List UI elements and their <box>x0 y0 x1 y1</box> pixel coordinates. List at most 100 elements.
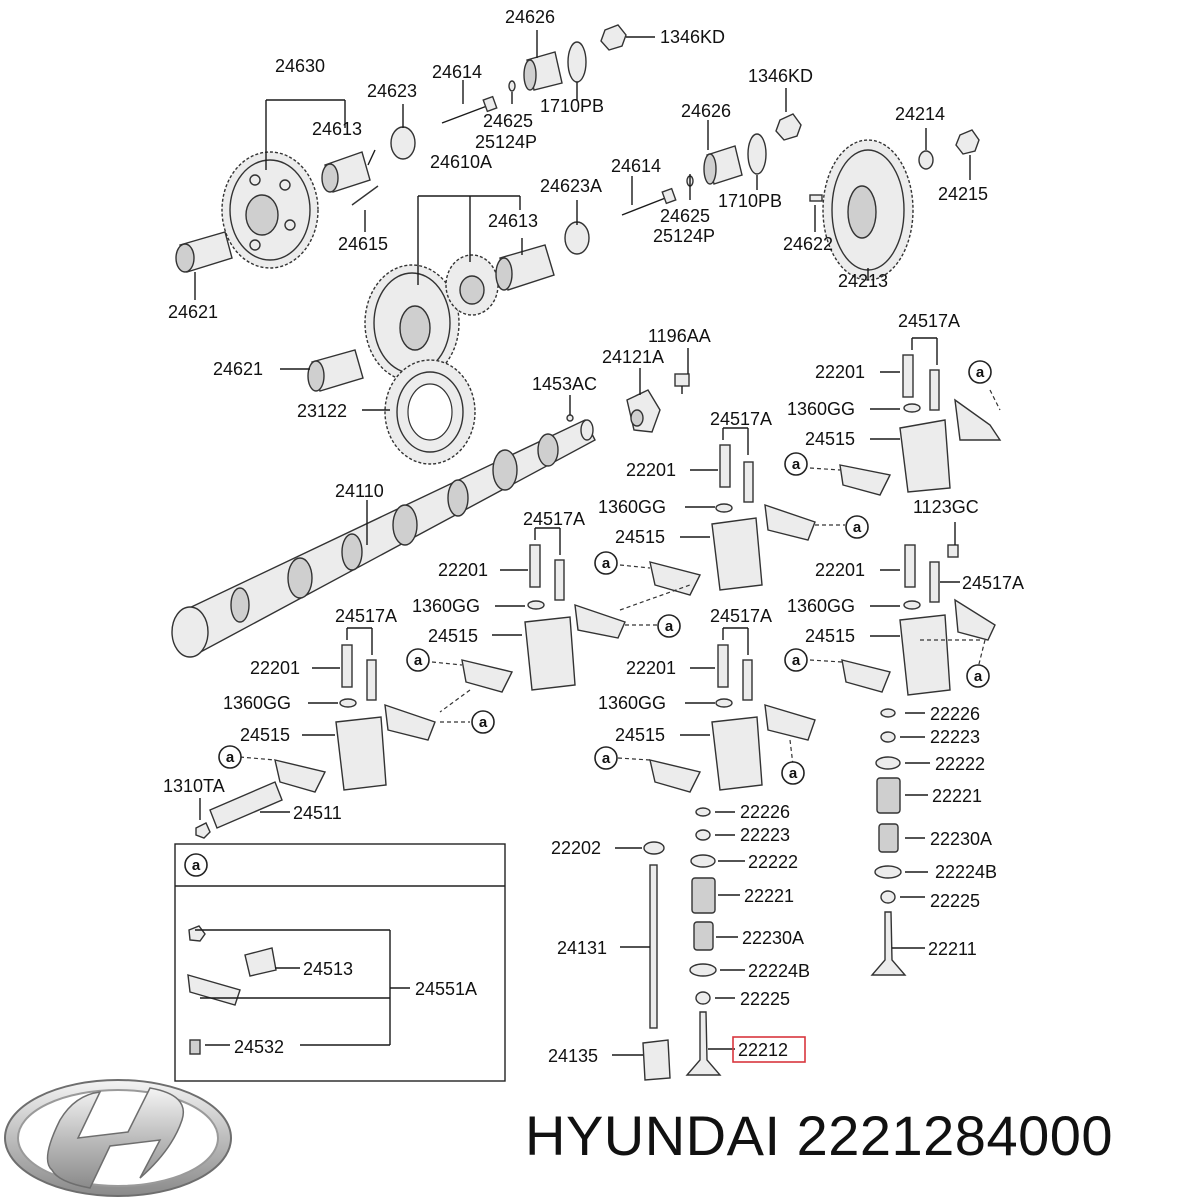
leader-lines <box>194 30 971 1056</box>
callout-label: 24614 <box>611 156 661 176</box>
callout-label: 22221 <box>932 786 982 806</box>
marker-set: a a a a a a a a a a a a a <box>184 360 992 877</box>
bracket-24515 <box>899 419 951 493</box>
callout-label: 22230A <box>742 928 804 948</box>
rocker-arm <box>954 398 1002 441</box>
nut-1346kd-a <box>600 24 627 51</box>
marker-a: a <box>784 452 808 476</box>
rocker-assembly-3 <box>461 544 626 693</box>
cap-22226 <box>695 807 711 817</box>
rocker-assembly-6 <box>274 644 436 793</box>
callout-label: 1360GG <box>787 399 855 419</box>
gear-24213 <box>822 139 914 281</box>
callout-label: 22202 <box>551 838 601 858</box>
callout-labels: 24626 1346KD 24630 24614 24623 24625 171… <box>163 7 1024 1066</box>
callout-label: 1710PB <box>718 191 782 211</box>
callout-label: 24515 <box>240 725 290 745</box>
marker-connectors <box>239 389 1001 766</box>
callout-label: 24614 <box>432 62 482 82</box>
callout-label: 22222 <box>935 754 985 774</box>
nut-1346kd-b <box>775 113 802 141</box>
callout-label: 23122 <box>297 401 347 421</box>
pin-24615 <box>351 185 379 206</box>
valve-train-intake <box>685 807 722 1076</box>
callout-label: 22226 <box>930 704 980 724</box>
seat-22224b <box>689 963 717 977</box>
callout-label: 24213 <box>838 271 888 291</box>
valve-22212 <box>685 1011 722 1076</box>
callout-label: 24515 <box>615 725 665 745</box>
callout-label: 24515 <box>615 527 665 547</box>
callout-label: 1346KD <box>748 66 813 86</box>
ring-22202 <box>643 841 665 855</box>
ring-1710pb-a <box>567 41 587 83</box>
oring-24625-a <box>508 80 516 92</box>
washer-1360gg <box>903 403 921 413</box>
plug-1453ac <box>566 414 574 422</box>
callout-label: 24513 <box>303 959 353 979</box>
bushing-24613-a <box>321 151 371 193</box>
svg-text:a: a <box>479 714 488 731</box>
bracket-24121a <box>626 389 661 433</box>
svg-text:a: a <box>226 749 235 766</box>
gear-23122 <box>384 359 476 465</box>
bolt-24614-b <box>621 187 677 216</box>
svg-text:a: a <box>602 555 611 572</box>
callout-label: 24214 <box>895 104 945 124</box>
callout-label: 24515 <box>805 429 855 449</box>
callout-label: 24622 <box>783 234 833 254</box>
callout-label: 22224B <box>935 862 997 882</box>
washer-24214 <box>918 150 934 170</box>
bushing-24613-b <box>495 244 555 291</box>
callout-label: 1710PB <box>540 96 604 116</box>
callout-label: 24517A <box>710 606 772 626</box>
marker-a: a <box>471 710 495 734</box>
seal-22225 <box>695 991 711 1005</box>
svg-text:a: a <box>789 765 798 782</box>
collet-22223 <box>695 829 711 841</box>
marker-a-inset: a <box>184 853 208 877</box>
gear-24610a <box>364 254 499 382</box>
gear-24630 <box>221 151 319 269</box>
bolt-1196aa <box>674 373 690 394</box>
callout-label: 24515 <box>428 626 478 646</box>
callout-label: 22201 <box>626 658 676 678</box>
camshaft-24110 <box>171 419 596 658</box>
callout-label: 1310TA <box>163 776 225 796</box>
callout-label: 24532 <box>234 1037 284 1057</box>
callout-label: 24511 <box>293 803 342 823</box>
svg-text:a: a <box>665 618 674 635</box>
marker-a: a <box>594 746 618 770</box>
pushrod-24131 <box>649 864 658 1029</box>
marker-a: a <box>845 515 869 539</box>
marker-a: a <box>594 551 618 575</box>
callout-label: 22224B <box>748 961 810 981</box>
callout-label: 22201 <box>626 460 676 480</box>
callout-label: 24626 <box>505 7 555 27</box>
callout-label: 24621 <box>168 302 218 322</box>
svg-text:a: a <box>976 364 985 381</box>
hyundai-logo-icon <box>4 1079 232 1197</box>
callout-label: 1360GG <box>598 693 666 713</box>
callout-label: 22230A <box>930 829 992 849</box>
bushing-24626-a <box>523 51 563 91</box>
marker-a: a <box>218 745 242 769</box>
callout-label: 22211 <box>928 939 977 959</box>
highlight-box-22212 <box>732 1036 806 1063</box>
callout-label: 1360GG <box>598 497 666 517</box>
callout-label: 25124P <box>475 132 537 152</box>
callout-label: 25124P <box>653 226 715 246</box>
callout-label: 22225 <box>740 989 790 1009</box>
bushing-24626-b <box>703 145 743 185</box>
callout-label: 24517A <box>898 311 960 331</box>
marker-a: a <box>781 761 805 785</box>
pushrod-assembly <box>642 841 671 1081</box>
rocker-assembly-5 <box>649 644 816 793</box>
spring-22230a <box>693 921 714 951</box>
callout-label: 24630 <box>275 56 325 76</box>
callout-label: 24517A <box>523 509 585 529</box>
inset-detail-box <box>174 843 506 1082</box>
bolt-1310ta <box>195 822 211 839</box>
bolt-1123gc <box>947 544 959 558</box>
marker-a: a <box>657 614 681 638</box>
